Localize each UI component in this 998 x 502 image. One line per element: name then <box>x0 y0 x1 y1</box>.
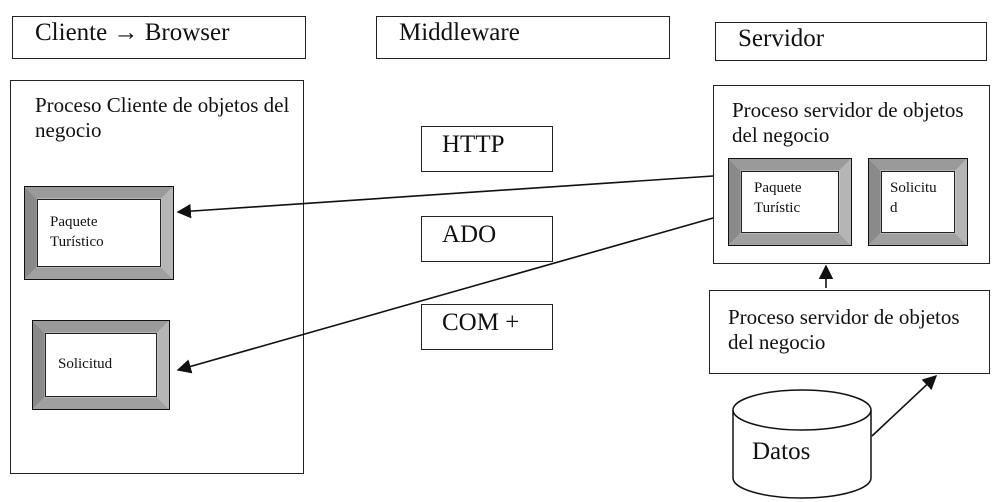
client-package-component: Paquete Turístico <box>24 186 174 280</box>
protocol-com-box: COM + <box>421 304 553 350</box>
middleware-header-label: Middleware <box>399 19 520 46</box>
client-package-line2: Turístico <box>50 234 104 250</box>
client-browser-header: Cliente → Browser <box>12 16 306 59</box>
server-request-face: Solicitu d <box>881 171 955 233</box>
client-process-title: Proceso Cliente de objetos del negocio <box>35 93 290 142</box>
server-package-line2: Turístic <box>754 200 801 216</box>
server-request-component: Solicitu d <box>868 158 968 246</box>
client-request-line1: Solicitud <box>58 356 113 372</box>
bevel-frame-icon <box>25 187 173 279</box>
data-process-container: Proceso servidor de objetos del negocio <box>709 290 990 374</box>
server-package-component: Paquete Turístic <box>728 158 852 246</box>
server-process-title: Proceso servidor de objetos del negocio <box>732 98 964 147</box>
bevel-frame-icon <box>729 159 851 245</box>
middleware-header: Middleware <box>376 16 670 59</box>
server-package-line1: Paquete <box>754 180 802 196</box>
protocol-com-label: COM + <box>442 309 520 336</box>
client-package-line1: Paquete <box>50 214 98 230</box>
bevel-frame-icon <box>869 159 967 245</box>
client-package-face: Paquete Turístico <box>37 199 161 267</box>
server-package-face: Paquete Turístic <box>741 171 839 233</box>
client-request-component: Solicitud <box>32 320 170 410</box>
protocol-ado-box: ADO <box>421 216 553 262</box>
server-header: Servidor <box>715 22 987 61</box>
arrow-database-to-data-process <box>871 375 938 437</box>
database-label: Datos <box>752 438 811 465</box>
server-header-label: Servidor <box>738 25 825 52</box>
server-request-line1: Solicitu <box>890 180 937 196</box>
bevel-frame-icon <box>33 321 169 409</box>
protocol-http-label: HTTP <box>442 131 505 158</box>
protocol-http-box: HTTP <box>421 126 553 172</box>
server-request-line2: d <box>890 200 898 216</box>
data-process-title: Proceso servidor de objetos del negocio <box>728 305 960 354</box>
client-browser-header-label: Cliente → Browser <box>35 19 230 46</box>
client-request-face: Solicitud <box>45 333 157 397</box>
protocol-ado-label: ADO <box>442 221 497 248</box>
